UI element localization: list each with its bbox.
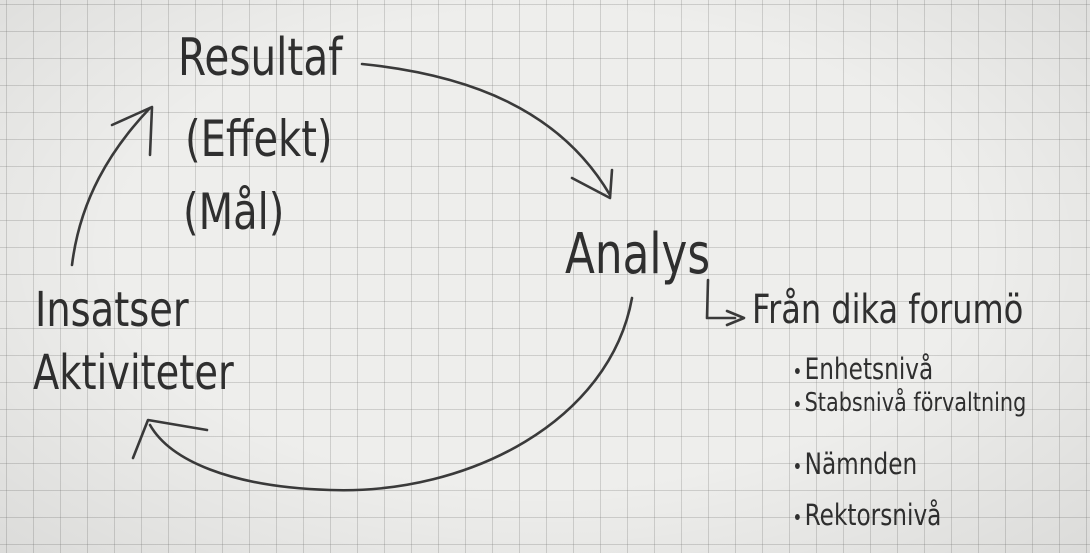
- level-item-label: Rektorsnivå: [804, 498, 942, 532]
- bullet-dot: [795, 514, 800, 520]
- mal-label: (Mål): [183, 183, 285, 241]
- arrowhead-analys: [570, 168, 614, 200]
- arrowhead-resultat: [110, 105, 154, 157]
- arrowhead-insatser: [131, 418, 209, 460]
- branch-hook: [705, 278, 737, 320]
- insatser-label: Insatser: [35, 282, 189, 338]
- branch-hook-head: [725, 309, 746, 327]
- level-item: Stabsnivå förvaltning: [795, 388, 1026, 418]
- level-item: Rektorsnivå: [795, 498, 941, 532]
- arrow-insatser-to-resultat: [70, 106, 152, 267]
- effekt-label: (Effekt): [185, 110, 333, 168]
- level-item-label: Nämnden: [804, 447, 918, 481]
- analys-label: Analys: [565, 222, 711, 287]
- level-item: Nämnden: [795, 447, 917, 481]
- aktiviteter-label: Aktiviteter: [33, 345, 234, 401]
- bullet-dot: [795, 400, 800, 407]
- bullet-dot: [795, 368, 800, 374]
- arrow-resultat-to-analys: [360, 62, 612, 197]
- fran-label: Från dika forumö: [752, 287, 1024, 333]
- level-item-label: Enhetsnivå: [804, 352, 934, 386]
- bullet-dot: [795, 463, 800, 469]
- level-item-label: Stabsnivå förvaltning: [804, 388, 1027, 418]
- level-item: Enhetsnivå: [795, 352, 933, 386]
- arrow-analys-to-insatser: [148, 296, 634, 492]
- resultat-label: Resultaf: [178, 28, 343, 88]
